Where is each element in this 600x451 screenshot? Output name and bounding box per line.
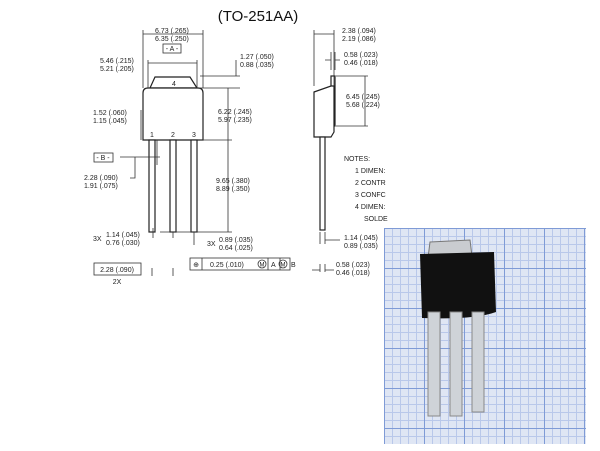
dim-tab-width-min: 5.21 (.205) [100,66,134,73]
body-outline [142,87,204,141]
note-item: 2 CONTR [355,180,386,187]
lead-2 [169,139,177,233]
photo-lead-1 [427,311,441,417]
pin-1-label: 1 [150,132,154,139]
pin-4-label: 4 [172,81,176,88]
dim-lead-thick-max: 0.58 (.023) [336,262,370,269]
datum-a-box [162,43,182,54]
dim-body-height-min: 5.97 (.235) [218,117,252,124]
dim-body-max: 6.45 (.245) [346,94,380,101]
position-symbol-icon: ⊕ [193,262,199,269]
mmc-modifier-1: M [260,263,265,269]
note-item: 1 DIMEN: [355,168,385,175]
notes: NOTES: 1 DIMEN: 2 CONTR 3 CONFC 4 DIMEN:… [344,156,388,223]
datum-a: - A - [166,46,179,53]
tolerance-datum-b: B [291,262,296,269]
side-view [312,30,368,272]
dim-body-height-max: 6.22 (.245) [218,109,252,116]
front-view: 1 2 3 4 [120,30,240,276]
photo-lead-3 [471,311,485,413]
dim-lead-tip-max: 0.89 (.035) [219,237,253,244]
dim-lead-tip-min: 0.64 (.025) [219,245,253,252]
pin-2-label: 2 [171,132,175,139]
note-item: 3 CONFC [355,192,386,199]
notes-heading: NOTES: [344,156,370,163]
dim-lead-min: 0.89 (.035) [344,243,378,250]
lead-qty-right: 3X [207,241,216,248]
dim-lead-length-max: 9.65 (.380) [216,178,250,185]
dim-lead-length-min: 8.89 (.350) [216,186,250,193]
basic-pitch-qty: 2X [113,279,122,286]
basic-pitch-box [93,262,142,276]
pin-3-label: 3 [192,132,196,139]
note-item: SOLDE [364,216,388,223]
dim-shoulder-max: 1.52 (.060) [93,110,127,117]
dim-tab-height-max: 1.27 (.050) [240,54,274,61]
tolerance-frame: ⊕ 0.25 (.010) M A M B [189,257,296,271]
datum-b-box [93,152,114,163]
dim-width-min: 6.35 (.250) [155,36,189,43]
lead-qty-left: 3X [93,236,102,243]
tolerance-datum-a: A [271,262,276,269]
drawing-title: (TO-251AA) [218,8,299,25]
dim-width-max: 6.73 (.265) [155,28,189,35]
dim-tab-height-min: 0.88 (.035) [240,62,274,69]
dim-pitch-max: 2.28 (.090) [84,175,118,182]
dim-shoulder-min: 1.15 (.045) [93,118,127,125]
photo-lead-2 [449,311,463,417]
photo-package-body [420,252,496,319]
mmc-modifier-2: M [281,263,286,269]
tolerance-value: 0.25 (.010) [210,262,244,269]
dim-lead-thick-min: 0.46 (.018) [336,270,370,277]
dim-lead-max: 1.14 (.045) [344,235,378,242]
dim-lead-width-max: 1.14 (.045) [106,232,140,239]
component-photo [384,228,586,444]
dim-lead-width-min: 0.76 (.030) [106,240,140,247]
note-item: 4 DIMEN: [355,204,385,211]
dim-thickness-min: 2.19 (.086) [342,36,376,43]
datum-b: - B - [96,155,110,162]
dim-pitch-min: 1.91 (.075) [84,183,118,190]
dim-tab-width-max: 5.46 (.215) [100,58,134,65]
basic-pitch: 2.28 (.090) [100,267,134,274]
transistor-photo-illustration [420,239,496,417]
dim-tab-thickness-max: 0.58 (.023) [344,52,378,59]
lead-3 [190,139,198,233]
dim-body-min: 5.68 (.224) [346,102,380,109]
dim-tab-thickness-min: 0.46 (.018) [344,60,378,67]
dim-thickness-max: 2.38 (.094) [342,28,376,35]
lead-1 [148,139,156,233]
